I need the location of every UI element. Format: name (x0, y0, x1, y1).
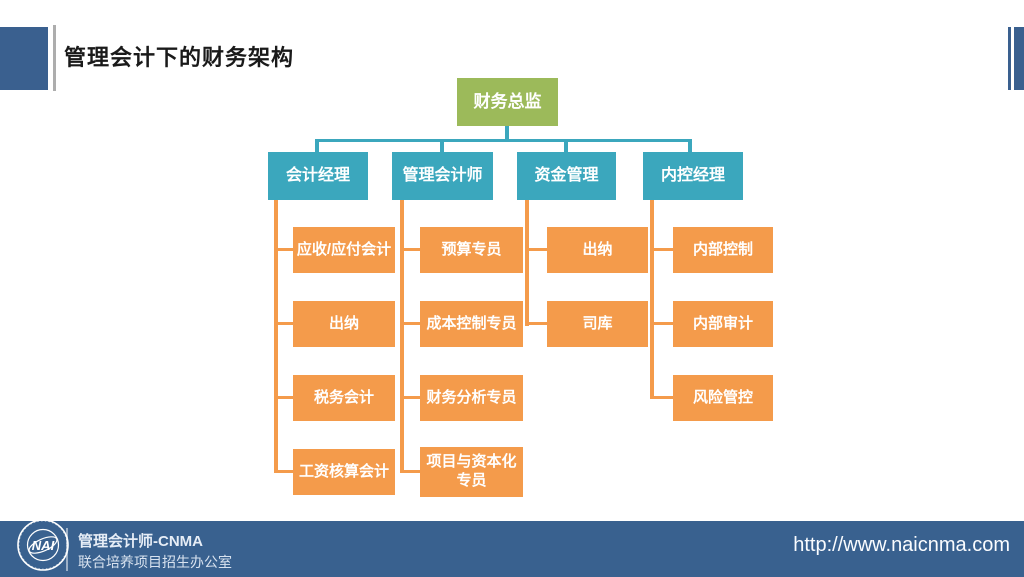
connector-branch2-stub-3 (400, 396, 420, 399)
connector-drop-branch-3 (564, 140, 568, 152)
footer-divider-line (66, 528, 68, 571)
connector-drop-branch-4 (688, 140, 692, 152)
connector-branch4-vline (650, 200, 654, 398)
title-accent-square (0, 27, 48, 90)
cnma-logo-monogram: NAI (32, 538, 55, 553)
org-node-leaf: 预算专员 (420, 227, 523, 273)
org-node-branch-accounting-manager: 会计经理 (268, 152, 368, 200)
org-node-branch-internal-control-manager: 内控经理 (643, 152, 743, 200)
connector-branch2-stub-2 (400, 322, 420, 325)
connector-level1-hbar (315, 139, 692, 142)
connector-branch4-stub-2 (650, 322, 673, 325)
connector-drop-branch-2 (440, 140, 444, 152)
connector-branch2-vline (400, 200, 404, 472)
org-node-root: 财务总监 (457, 78, 558, 126)
footer-url: http://www.naicnma.com (793, 534, 1010, 556)
connector-branch3-stub-1 (525, 248, 547, 251)
footer-org-name: 管理会计师-CNMA (78, 533, 203, 550)
org-node-branch-management-accountant: 管理会计师 (392, 152, 493, 200)
connector-branch1-stub-3 (274, 396, 293, 399)
org-node-leaf: 税务会计 (293, 375, 395, 421)
cnma-logo: NAI (17, 519, 69, 571)
connector-branch2-stub-1 (400, 248, 420, 251)
connector-branch1-stub-4 (274, 470, 293, 473)
org-node-leaf: 出纳 (293, 301, 395, 347)
org-node-leaf: 成本控制专员 (420, 301, 523, 347)
title-divider-line (53, 25, 56, 91)
footer-org-office: 联合培养项目招生办公室 (78, 554, 232, 570)
page-title: 管理会计下的财务架构 (64, 45, 295, 70)
connector-branch2-stub-4 (400, 470, 420, 473)
org-node-leaf: 风险管控 (673, 375, 773, 421)
connector-branch3-vline (525, 200, 529, 326)
org-node-leaf: 司库 (547, 301, 648, 347)
org-node-leaf: 财务分析专员 (420, 375, 523, 421)
org-node-leaf: 出纳 (547, 227, 648, 273)
org-node-leaf: 内部审计 (673, 301, 773, 347)
connector-drop-branch-1 (315, 140, 319, 152)
right-accent-bar-wide (1014, 27, 1024, 90)
right-accent-bar-thin (1008, 27, 1011, 90)
footer-bar: NAI 管理会计师-CNMA 联合培养项目招生办公室 http://www.na… (0, 519, 1024, 577)
org-node-leaf: 项目与资本化专员 (420, 447, 523, 497)
org-node-branch-treasury-management: 资金管理 (517, 152, 616, 200)
org-node-leaf: 工资核算会计 (293, 449, 395, 495)
org-node-leaf: 内部控制 (673, 227, 773, 273)
connector-branch3-stub-2 (525, 322, 547, 325)
connector-branch1-vline (274, 200, 278, 472)
connector-root-drop (505, 126, 509, 140)
org-node-leaf: 应收/应付会计 (293, 227, 395, 273)
connector-branch4-stub-3 (650, 396, 673, 399)
connector-branch1-stub-2 (274, 322, 293, 325)
connector-branch1-stub-1 (274, 248, 293, 251)
connector-branch4-stub-1 (650, 248, 673, 251)
